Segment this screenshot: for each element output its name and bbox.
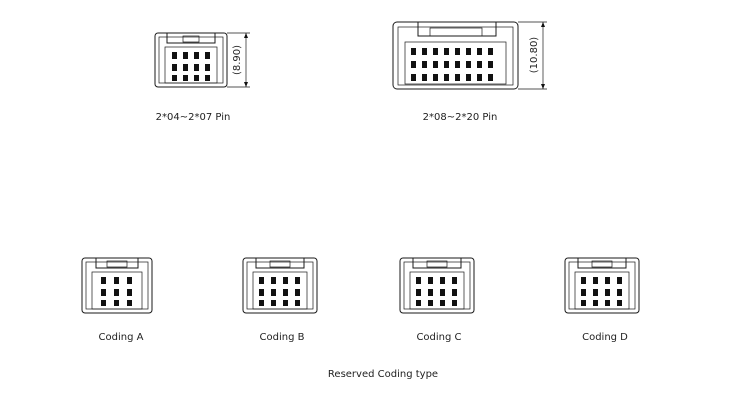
label-coding-c: Coding C [416,332,461,343]
connector-large: (10.80) 2*08~2*20 Pin [392,21,547,123]
caption-reserved-coding: Reserved Coding type [328,369,438,380]
label-coding-d: Coding D [582,332,628,343]
label-large: 2*08~2*20 Pin [423,112,498,123]
dimension-large: (10.80) [529,37,540,74]
dimension-small: (8.90) [232,45,243,75]
connector-coding-c: Coding C [399,257,475,343]
connector-small: (8.90) 2*04~2*07 Pin [154,32,250,123]
label-coding-b: Coding B [260,332,305,343]
pin-grid-large [404,41,507,85]
label-small: 2*04~2*07 Pin [156,112,231,123]
connector-coding-a: Coding A [81,257,153,343]
label-coding-a: Coding A [99,332,144,343]
dimension-line-large [518,21,547,90]
connector-coding-d: Coding D [564,257,640,343]
connector-coding-b: Coding B [242,257,318,343]
dimension-line-small [227,32,250,88]
pin-grid-small [164,46,218,84]
